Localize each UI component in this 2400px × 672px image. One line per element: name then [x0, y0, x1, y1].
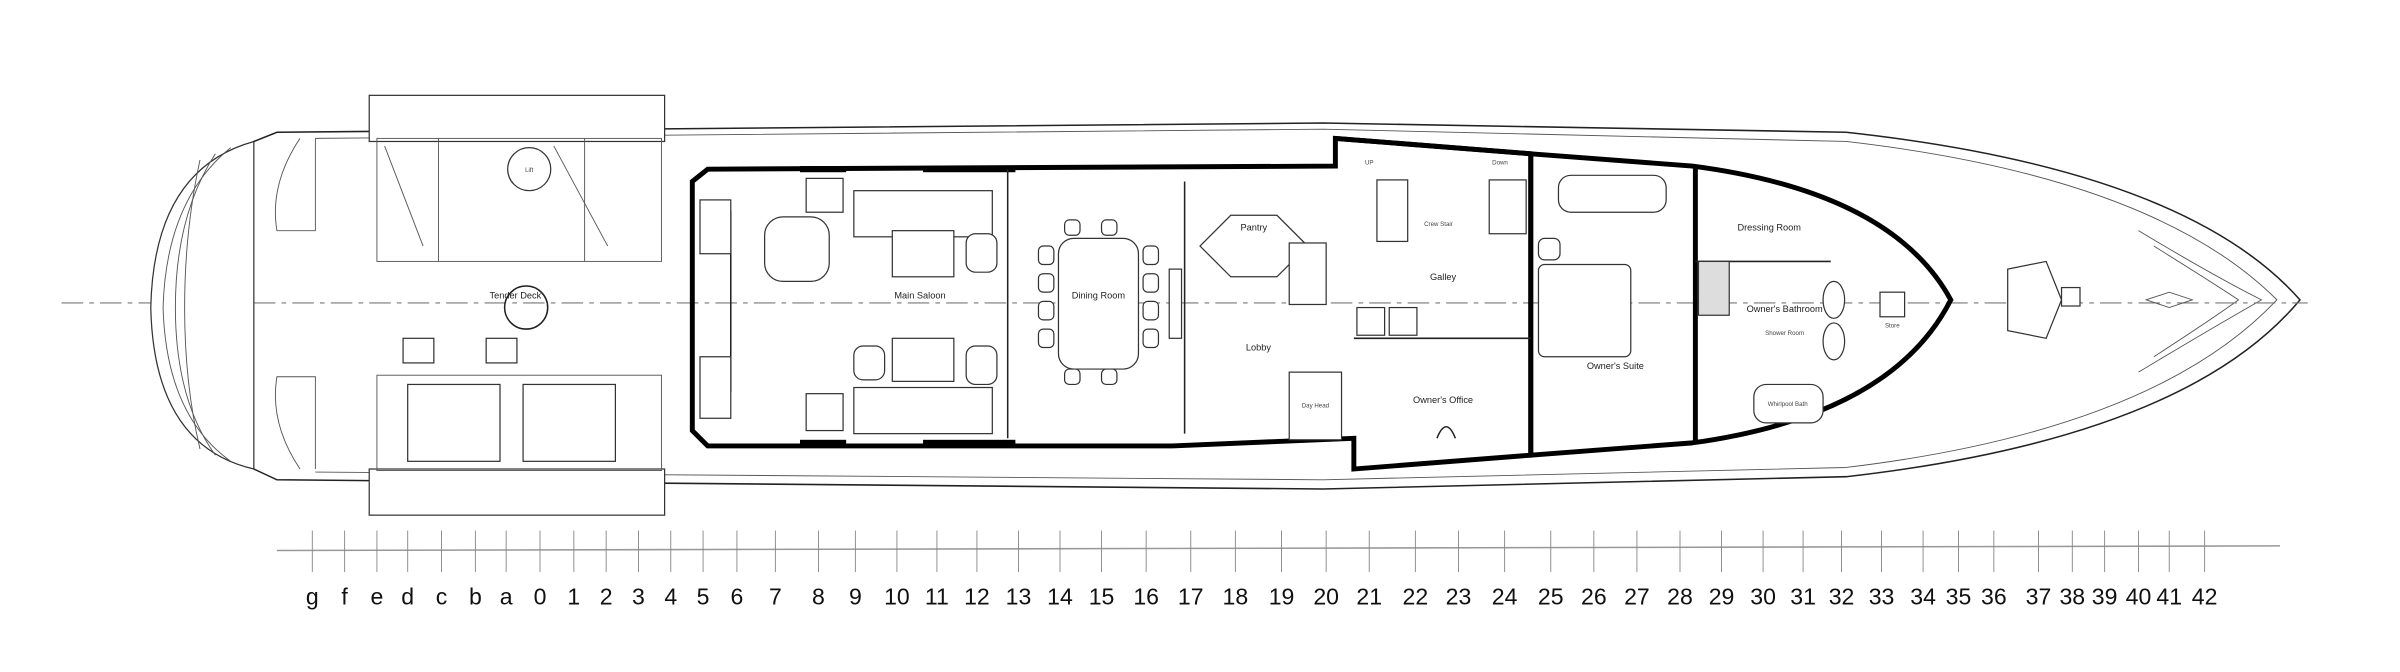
frame-label: 31	[1790, 583, 1816, 609]
frame-label: 0	[534, 583, 547, 609]
frame-label: 7	[769, 583, 782, 609]
frame-label: 25	[1538, 583, 1564, 609]
frame-label: f	[341, 583, 348, 609]
up-label: UP	[1365, 160, 1374, 167]
day-head-label: Day Head	[1302, 403, 1330, 410]
frame-label: 39	[2092, 583, 2118, 609]
frame-label: c	[436, 583, 448, 609]
frame-label: e	[371, 583, 384, 609]
frame-label: 8	[812, 583, 825, 609]
frame-label: 3	[632, 583, 645, 609]
owners-suite-label: Owner's Suite	[1587, 361, 1644, 371]
frame-label: 33	[1869, 583, 1895, 609]
lobby-label: Lobby	[1246, 343, 1272, 353]
frame-label: 28	[1667, 583, 1693, 609]
frame-label: b	[469, 583, 482, 609]
frame-label: 2	[600, 583, 613, 609]
pantry-label: Pantry	[1241, 223, 1268, 233]
tender-deck-label: Tender Deck	[489, 290, 541, 300]
dining-room-label: Dining Room	[1072, 290, 1126, 300]
frame-label: 37	[2026, 583, 2052, 609]
frame-label: 10	[884, 583, 910, 609]
frame-label: 5	[697, 583, 710, 609]
frame-label: 20	[1313, 583, 1339, 609]
frame-label: 26	[1581, 583, 1607, 609]
main-deckhouse: Main Saloon Dining Room Pantry Lobby Day…	[689, 135, 1534, 472]
ruler-baseline	[276, 545, 2281, 552]
frame-label: 40	[2126, 583, 2152, 609]
crew-stair-label: Crew Stair	[1424, 221, 1453, 228]
store-label: Store	[1885, 323, 1900, 330]
frame-label: d	[401, 583, 414, 609]
owner-area: UP Down Crew Stair Galley Owner's Office…	[1335, 135, 2194, 458]
main-saloon-label: Main Saloon	[894, 290, 945, 300]
frame-label: 32	[1829, 583, 1855, 609]
dining-chairs	[1037, 219, 1160, 386]
frame-label: 22	[1403, 583, 1429, 609]
owners-bathroom-label: Owner's Bathroom	[1747, 304, 1823, 314]
frame-label: 41	[2156, 583, 2182, 609]
shower-label: Shower Room	[1765, 330, 1804, 337]
tender-deck-structures: Lift Tender Deck	[368, 94, 666, 516]
frame-label: a	[500, 583, 513, 609]
lift-label: Lift	[525, 167, 533, 174]
frame-label: 21	[1356, 583, 1382, 609]
frame-label: 24	[1492, 583, 1518, 609]
frame-label: 23	[1446, 583, 1472, 609]
frame-label: 11	[925, 583, 949, 609]
down-label: Down	[1492, 160, 1508, 167]
frame-label: 6	[731, 583, 744, 609]
owners-office-label: Owner's Office	[1413, 395, 1473, 405]
frame-label: 27	[1624, 583, 1650, 609]
frame-label: 18	[1223, 583, 1249, 609]
frame-label: 1	[567, 583, 580, 609]
lift-shaft	[507, 147, 552, 192]
frame-label: g	[306, 583, 319, 609]
frame-label: 12	[964, 583, 990, 609]
frame-label: 4	[664, 583, 677, 609]
frame-label: 16	[1133, 583, 1159, 609]
frame-label: 19	[1269, 583, 1295, 609]
frame-label: 35	[1946, 583, 1972, 609]
galley-label: Galley	[1430, 272, 1457, 282]
frame-label: 36	[1981, 583, 2007, 609]
bath-label: Whirlpool Bath	[1768, 401, 1809, 408]
frame-label: 38	[2059, 583, 2085, 609]
frame-label: 13	[1006, 583, 1032, 609]
frame-label: 14	[1047, 583, 1073, 609]
swim-platform	[150, 138, 316, 470]
frame-label: 9	[849, 583, 862, 609]
frame-label: 15	[1089, 583, 1115, 609]
frame-label: 17	[1178, 583, 1204, 609]
frame-label: 29	[1709, 583, 1735, 609]
frame-label: 34	[1910, 583, 1936, 609]
frame-label: 30	[1750, 583, 1776, 609]
frame-label: 42	[2192, 583, 2218, 609]
dressing-room-label: Dressing Room	[1737, 223, 1801, 233]
